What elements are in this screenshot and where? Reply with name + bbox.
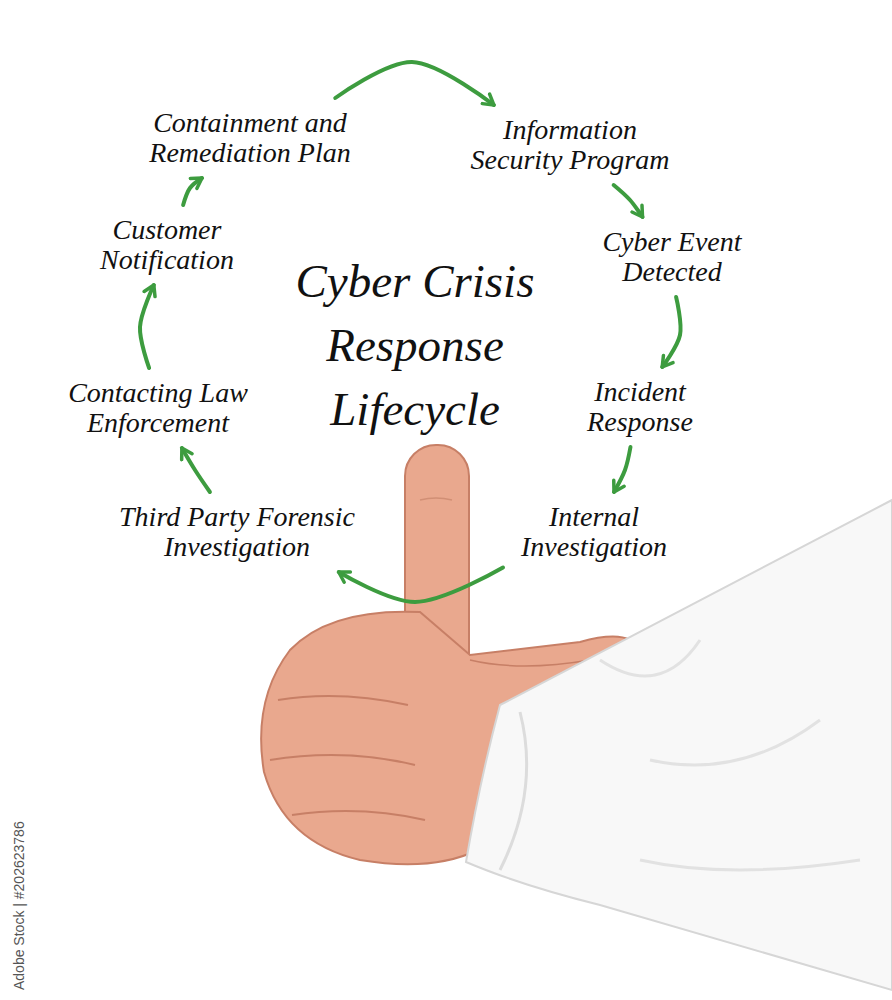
step-label: Information Security Program bbox=[467, 115, 674, 175]
step-node: Incident Response bbox=[573, 373, 708, 441]
cycle-arrow bbox=[140, 285, 154, 368]
shirt-sleeve bbox=[466, 500, 892, 990]
step-label: Internal Investigation bbox=[513, 502, 675, 562]
finger-crease bbox=[270, 755, 415, 765]
cuff-edge bbox=[500, 712, 527, 870]
sleeve bbox=[466, 500, 892, 990]
cycle-arrow bbox=[183, 178, 202, 205]
sleeve-fold bbox=[600, 640, 700, 676]
cycle-arrow bbox=[614, 447, 630, 492]
step-label: Incident Response bbox=[577, 377, 704, 437]
step-node: Cyber Event Detected bbox=[585, 223, 760, 291]
sleeve-fold bbox=[640, 860, 860, 870]
step-label: Customer Notification bbox=[81, 215, 253, 275]
cycle-arrow bbox=[339, 568, 503, 602]
step-label: Cyber Event Detected bbox=[589, 227, 756, 287]
finger-crease bbox=[292, 811, 425, 820]
cycle-arrow bbox=[335, 62, 494, 105]
diagram-title: Cyber Crisis Response Lifecycle bbox=[250, 249, 580, 441]
step-node: Internal Investigation bbox=[509, 498, 679, 566]
step-node: Information Security Program bbox=[463, 111, 678, 179]
cycle-arrow bbox=[614, 185, 643, 217]
thumb-line bbox=[470, 660, 590, 666]
step-node: Customer Notification bbox=[77, 211, 257, 279]
finger-crease bbox=[278, 696, 408, 705]
step-label: Contacting Law Enforcement bbox=[55, 378, 262, 438]
watermark-label: Adobe Stock | #202623786 bbox=[10, 821, 28, 990]
step-node: Third Party Forensic Investigation bbox=[90, 498, 385, 566]
step-label: Containment and Remediation Plan bbox=[147, 108, 354, 168]
step-node: Containment and Remediation Plan bbox=[143, 104, 358, 172]
sleeve-fold bbox=[650, 720, 820, 765]
step-label: Third Party Forensic Investigation bbox=[94, 502, 381, 562]
cycle-arrow bbox=[182, 448, 210, 492]
step-node: Contacting Law Enforcement bbox=[51, 374, 266, 442]
knuckle-line bbox=[420, 498, 452, 500]
cycle-arrow bbox=[662, 297, 680, 367]
